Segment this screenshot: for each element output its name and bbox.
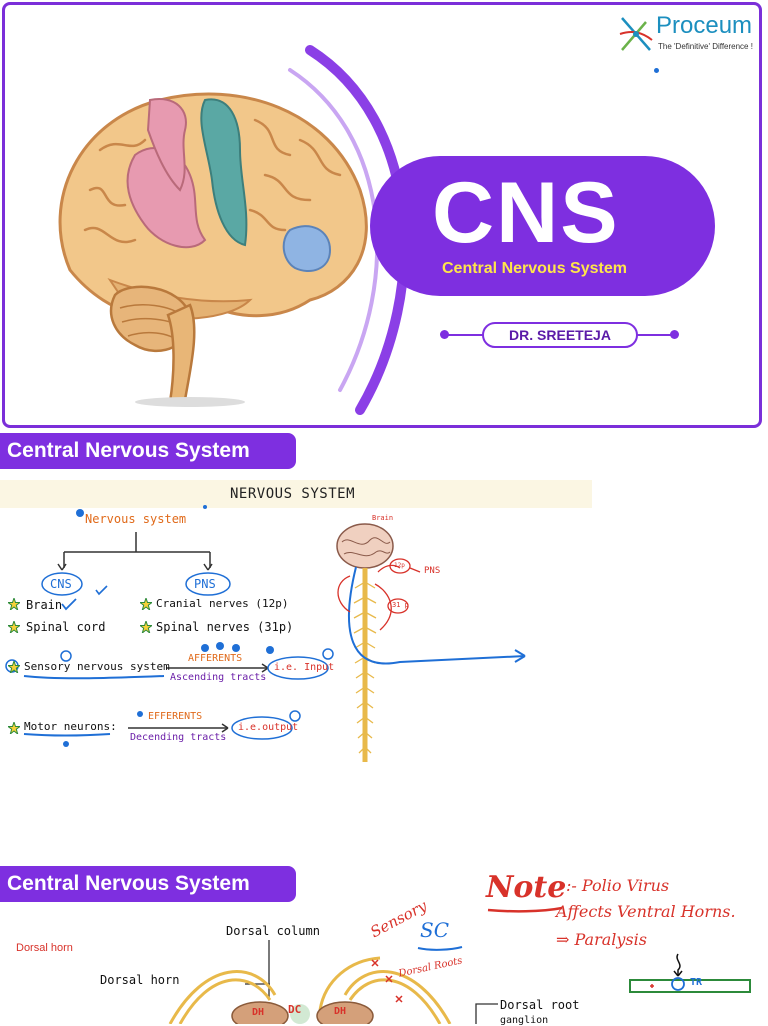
spinal-cord-figure	[336, 523, 526, 762]
ganglion-label: ganglion	[500, 1015, 549, 1026]
brain-illustration	[40, 80, 380, 410]
star-icon	[8, 722, 20, 734]
title-pill	[370, 156, 715, 296]
title-slide: CNS Central Nervous System DR. SREETEJA …	[0, 0, 768, 432]
pns-item-cranial: Cranial nerves (12p)	[156, 597, 289, 610]
cns-label: CNS	[50, 577, 72, 591]
sensory-nervous-system: Sensory nervous system	[24, 660, 170, 673]
divider-dot-left	[440, 330, 449, 339]
sc-label: SC	[420, 918, 450, 942]
divider-dot-right	[670, 330, 679, 339]
tr-label: TR	[690, 977, 703, 988]
pns-item-spinal: Spinal nerves (31p)	[156, 620, 294, 634]
diagram-brain-label: Brain	[372, 514, 394, 522]
nervous-system-band	[0, 480, 592, 508]
input-label: i.e. Input	[274, 662, 335, 673]
dh-right: DH	[334, 1006, 347, 1017]
nervous-system-root: Nervous system	[85, 512, 187, 526]
proceum-logo: Proceum The 'Definitive' Difference !	[612, 12, 762, 56]
star-icon	[140, 621, 152, 633]
afferents-label: AFFERENTS	[188, 653, 243, 664]
slide-subtitle: Central Nervous System	[442, 260, 627, 277]
section-header: Central Nervous System	[0, 433, 296, 469]
tree-connectors	[5, 505, 334, 747]
logo-tagline: The 'Definitive' Difference !	[658, 42, 753, 51]
slide-title: CNS	[432, 165, 620, 261]
dorsal-root-label: Dorsal root	[500, 998, 580, 1012]
diagram-12p-label: 12p	[394, 562, 405, 569]
pns-label: PNS	[194, 577, 216, 591]
diagram-pns-label: PNS	[424, 566, 441, 576]
motor-neurons: Motor neurons:	[24, 720, 117, 733]
dh-left: DH	[252, 1007, 265, 1018]
author-name: DR. SREETEJA	[482, 322, 638, 348]
dorsal-horn-red: Dorsal horn	[16, 942, 73, 954]
ascending-tracts: Ascending tracts	[170, 672, 267, 683]
note-underline	[487, 906, 563, 913]
spinal-cross-section	[168, 940, 452, 1024]
logo-name: Proceum	[656, 12, 753, 39]
section-header-2: Central Nervous System	[0, 866, 296, 902]
dorsal-horn-label: Dorsal horn	[100, 973, 180, 987]
tr-diagram	[629, 953, 751, 993]
cns-item-brain: Brain	[26, 598, 63, 612]
diagram-31p-label: 31 p	[392, 601, 409, 609]
efferents-label: EFFERENTS	[148, 711, 203, 722]
note-line1: :- Polio Virus	[566, 876, 670, 895]
output-label: i.e.output	[238, 722, 299, 733]
nervous-system-title: NERVOUS SYSTEM	[230, 486, 356, 502]
note-heading: Note	[486, 870, 567, 905]
star-icon	[140, 598, 152, 610]
descending-tracts: Decending tracts	[130, 732, 227, 743]
decor-dot	[654, 68, 659, 73]
sc-underline	[417, 946, 463, 951]
dorsal-column-label: Dorsal column	[226, 924, 320, 938]
note-line3: ⇒ Paralysis	[556, 930, 647, 949]
note-line2: Affects Ventral Horns.	[556, 902, 736, 921]
slide-frame	[2, 2, 762, 428]
star-icon	[8, 661, 20, 673]
star-icon	[8, 621, 20, 633]
star-icon	[8, 598, 20, 610]
cns-item-spinal-cord: Spinal cord	[26, 620, 106, 634]
dorsal-root-pointer	[475, 1003, 498, 1024]
logo-star-icon	[619, 17, 653, 51]
dc-label: DC	[288, 1003, 302, 1016]
